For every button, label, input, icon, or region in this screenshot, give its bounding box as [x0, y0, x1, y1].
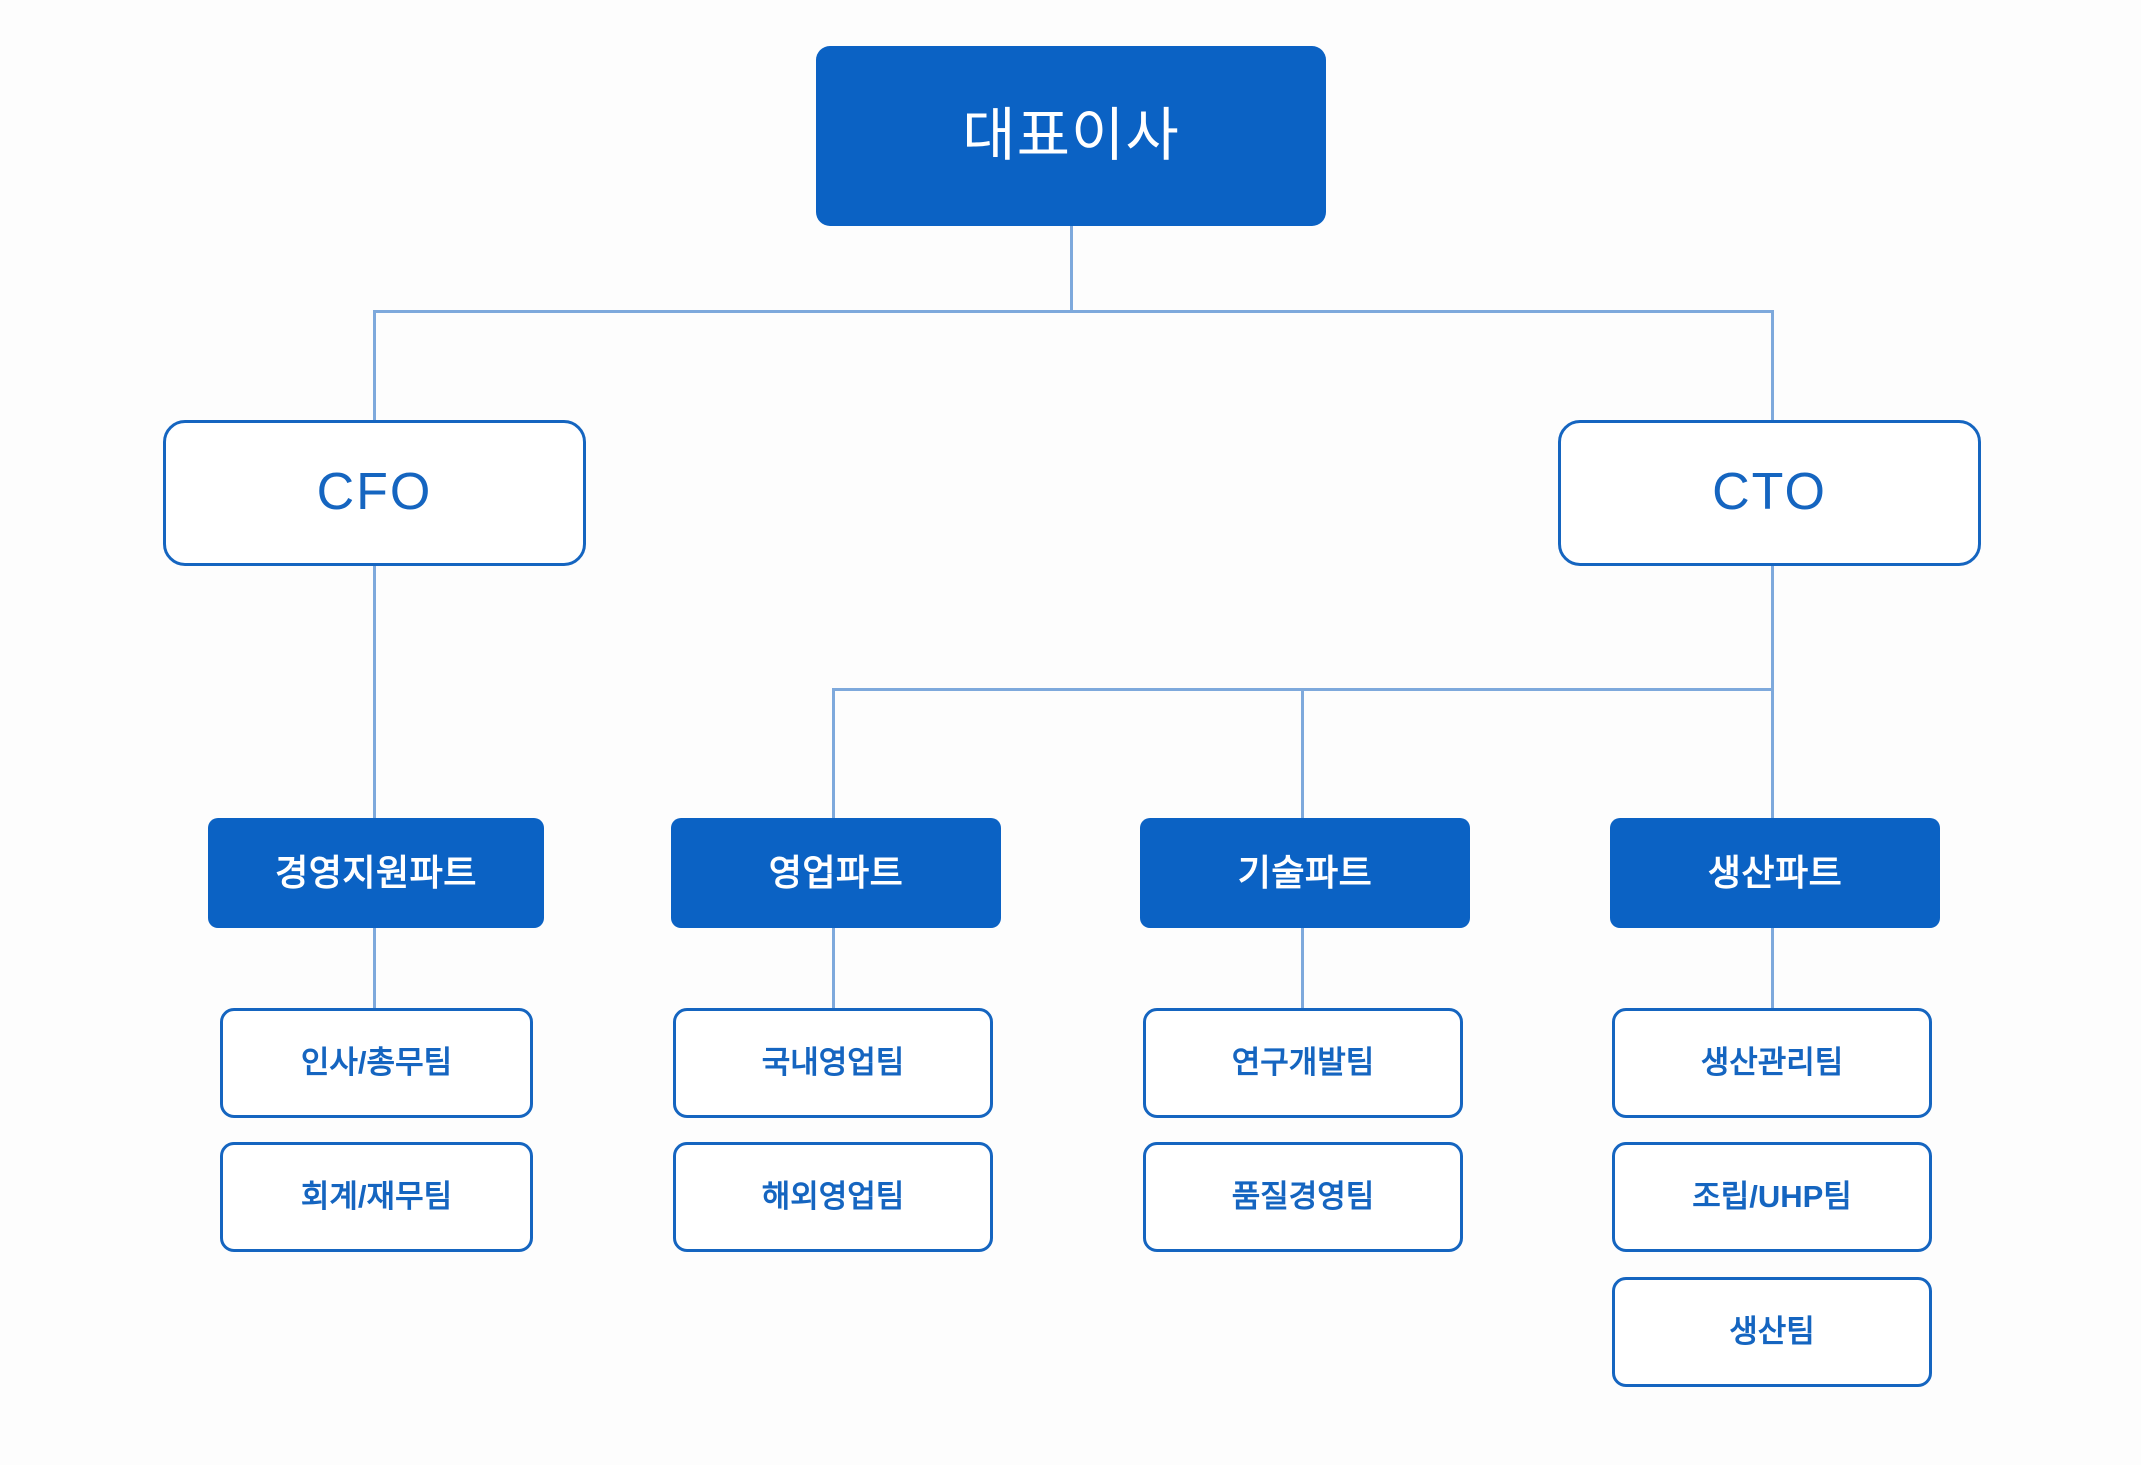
node-cto[interactable]: CTO: [1558, 420, 1981, 566]
node-part-management-support[interactable]: 경영지원파트: [208, 818, 544, 928]
node-team-production-management[interactable]: 생산관리팀: [1612, 1008, 1932, 1118]
connector-cto-to-sales-part: [832, 688, 835, 818]
connector-cto-to-production-part: [1771, 688, 1774, 818]
connector-ceo-to-cto: [1771, 310, 1774, 420]
node-cfo[interactable]: CFO: [163, 420, 586, 566]
connector-cfo-to-management-support-part: [373, 566, 376, 818]
connector-ceo-stem: [1070, 226, 1073, 312]
node-team-domestic-sales[interactable]: 국내영업팀: [673, 1008, 993, 1118]
node-ceo[interactable]: 대표이사: [816, 46, 1326, 226]
node-team-accounting-finance[interactable]: 회계/재무팀: [220, 1142, 533, 1252]
node-team-production[interactable]: 생산팀: [1612, 1277, 1932, 1387]
node-team-research-development[interactable]: 연구개발팀: [1143, 1008, 1463, 1118]
connector-cto-stem: [1771, 566, 1774, 690]
node-team-hr-general-affairs[interactable]: 인사/총무팀: [220, 1008, 533, 1118]
connector-cto-to-technology-part: [1301, 688, 1304, 818]
node-part-technology[interactable]: 기술파트: [1140, 818, 1470, 928]
connector-ceo-bus: [373, 310, 1773, 313]
node-team-assembly-uhp[interactable]: 조립/UHP팀: [1612, 1142, 1932, 1252]
node-team-overseas-sales[interactable]: 해외영업팀: [673, 1142, 993, 1252]
node-part-production[interactable]: 생산파트: [1610, 818, 1940, 928]
node-part-sales[interactable]: 영업파트: [671, 818, 1001, 928]
connector-ceo-to-cfo: [373, 310, 376, 420]
node-team-quality-management[interactable]: 품질경영팀: [1143, 1142, 1463, 1252]
